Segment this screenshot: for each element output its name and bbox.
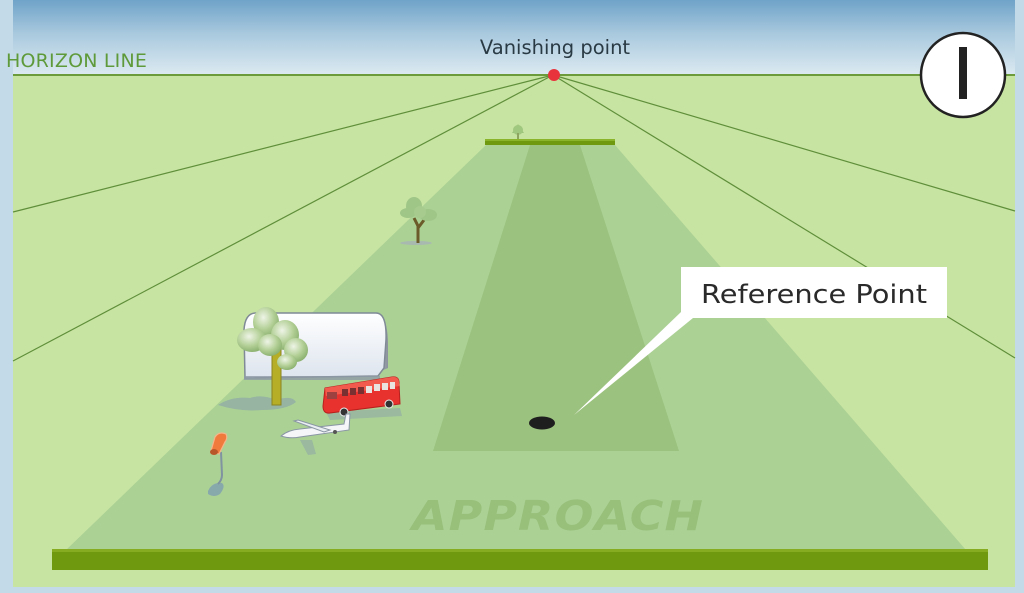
windsock-shadow [208,482,224,496]
callout-box [681,267,947,318]
step-badge-label: I [956,47,971,105]
perspective-line-left-upper [12,74,554,213]
bus-windows [327,382,395,399]
mid-tree-icon [400,197,437,245]
large-tree-icon [237,307,308,406]
reference-point-label: Reference Point [701,280,927,310]
reference-point-callout: Reference Point [574,267,947,415]
perspective-line-right-upper [552,74,1016,212]
glider-fuselage [280,413,351,439]
glider-shadow [300,440,316,455]
step-badge: I [919,31,1007,119]
glider-icon [280,413,351,439]
step-badge-numeral [959,47,967,99]
bus-icon [322,376,401,417]
windsock-sock [210,432,228,455]
vanishing-point-dot [548,69,560,81]
sky [13,0,1015,75]
perspective-line-left-lower [12,74,554,362]
approach-label: APPROACH [409,492,704,540]
far-tree-icon [512,124,524,139]
bus-wheel-rear [384,399,394,409]
callout-pointer [574,312,693,415]
reference-point-marker [529,416,555,430]
glider-wing [292,419,332,433]
windsock-icon [208,432,228,496]
windsock-pole [217,451,224,485]
threshold-bar [52,549,988,570]
vanishing-point-label: Vanishing point [480,36,631,59]
far-hedge [485,139,615,145]
horizon-line-label: HORIZON LINE [6,50,147,72]
mid-tree-shadow [400,241,432,245]
